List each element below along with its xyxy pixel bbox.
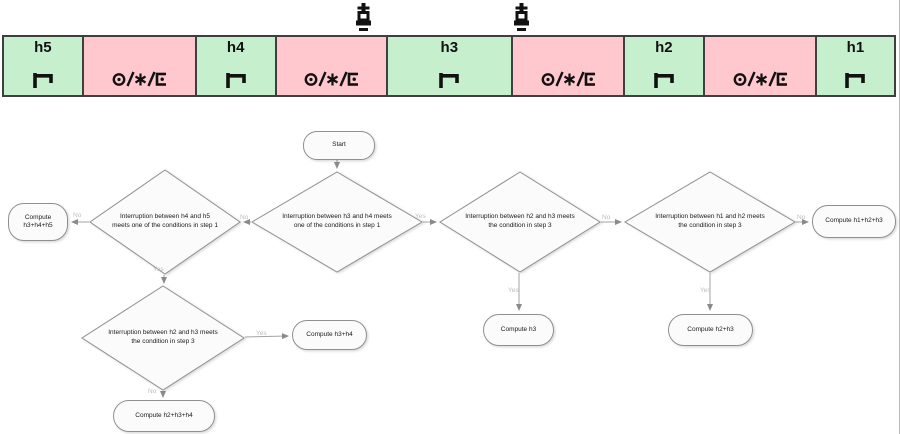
decision-h1-h2: Interruption between h1 and h2 meets the… — [625, 172, 795, 272]
sleep-timeline-bar: h5 h4 — [2, 35, 896, 97]
node-label: Interruption between h2 and h3 meets the… — [108, 329, 218, 345]
segment-label: h4 — [226, 39, 245, 56]
timeline-segment-wake — [274, 37, 386, 95]
decision-h2-h3-right: Interruption between h2 and h3 meets the… — [440, 172, 600, 272]
compute-h3-node: Compute h3 — [483, 314, 554, 346]
pin-marker-icon — [514, 3, 529, 31]
slash — [747, 71, 756, 87]
wake-activity-icons — [733, 71, 787, 87]
slash — [555, 71, 564, 87]
segment-label: h5 — [34, 39, 52, 56]
six-point-star-icon — [135, 73, 147, 86]
six-point-star-icon — [563, 73, 575, 86]
edge-label-no: No — [797, 214, 806, 221]
edge-label-yes: Yes — [153, 266, 164, 273]
timeline-segment-wake — [510, 37, 623, 95]
edge-label-no: No — [148, 388, 157, 395]
edge-label-yes: Yes — [700, 287, 711, 294]
compute-h3-h4-node: Compute h3+h4 — [292, 320, 367, 350]
segment-label: h2 — [655, 39, 673, 56]
segment-label: h1 — [846, 39, 865, 56]
node-label: Start — [332, 141, 346, 149]
wake-activity-icons — [541, 71, 595, 87]
bed-icon — [845, 73, 866, 88]
circle-dot-icon — [733, 73, 747, 86]
square-dot-icon — [584, 72, 595, 86]
compute-h1-h2-h3-node: Compute h1+h2+h3 — [812, 205, 896, 238]
edge-label-yes: Yes — [256, 330, 267, 337]
decision-h2-h3-left: Interruption between h2 and h3 meets the… — [82, 286, 244, 390]
node-label: Interruption between h4 and h5 meets one… — [112, 213, 218, 229]
start-node: Start — [303, 131, 375, 160]
pin-marker-icon — [356, 3, 371, 31]
segment-label: h3 — [440, 39, 459, 56]
slash — [768, 71, 777, 87]
edge-label-no: No — [602, 214, 611, 221]
slash — [126, 71, 135, 87]
slash — [147, 71, 156, 87]
bed-icon — [225, 73, 246, 88]
node-label: Compute h2+h3+h4 — [135, 411, 193, 419]
node-label: Compute h3 — [500, 325, 537, 333]
node-label: Compute h2+h3 — [687, 325, 734, 333]
bed-icon — [654, 73, 674, 88]
node-label: Compute h3+h4 — [306, 330, 353, 338]
bed-icon — [439, 73, 460, 88]
compute-h2-h3-node: Compute h2+h3 — [668, 314, 753, 346]
circle-dot-icon — [304, 73, 318, 86]
wake-activity-icons — [112, 71, 167, 87]
decision-h4-h5: Interruption between h4 and h5 meets one… — [90, 170, 240, 274]
node-label: Interruption between h3 and h4 meets one… — [282, 213, 392, 229]
timeline-segment-h3: h3 — [385, 37, 511, 95]
timeline-segment-wake — [703, 37, 815, 95]
timeline-segment-h2: h2 — [622, 37, 704, 95]
compute-h2-h3-h4-node: Compute h2+h3+h4 — [113, 400, 215, 432]
circle-dot-icon — [541, 73, 555, 86]
node-label: Interruption between h1 and h2 meets the… — [655, 213, 765, 229]
six-point-star-icon — [755, 73, 768, 86]
wake-activity-icons — [304, 71, 359, 87]
timeline-segment-wake — [81, 37, 195, 95]
slash — [318, 71, 327, 87]
timeline-segment-h1: h1 — [814, 37, 894, 95]
square-dot-icon — [155, 72, 167, 86]
compute-h3-h4-h5-node: Compute h3+h4+h5 — [8, 203, 68, 241]
edge-label-yes: Yes — [508, 287, 519, 294]
decision-h3-h4: Interruption between h3 and h4 meets one… — [252, 172, 422, 272]
node-label: Interruption between h2 and h3 meets the… — [465, 213, 575, 229]
slash — [339, 71, 348, 87]
six-point-star-icon — [327, 73, 339, 86]
bed-icon — [33, 73, 53, 88]
node-label: Compute h1+h2+h3 — [825, 217, 883, 225]
timeline-segment-h4: h4 — [194, 37, 275, 95]
edge-label-no: No — [240, 214, 249, 221]
edge-label-no: No — [73, 212, 82, 219]
timeline-segment-h5: h5 — [4, 37, 82, 95]
square-dot-icon — [347, 72, 359, 86]
circle-dot-icon — [112, 73, 126, 86]
square-dot-icon — [776, 72, 787, 86]
edge-label-yes: Yes — [415, 213, 426, 220]
node-label: Compute h3+h4+h5 — [23, 213, 53, 229]
slash — [576, 71, 585, 87]
